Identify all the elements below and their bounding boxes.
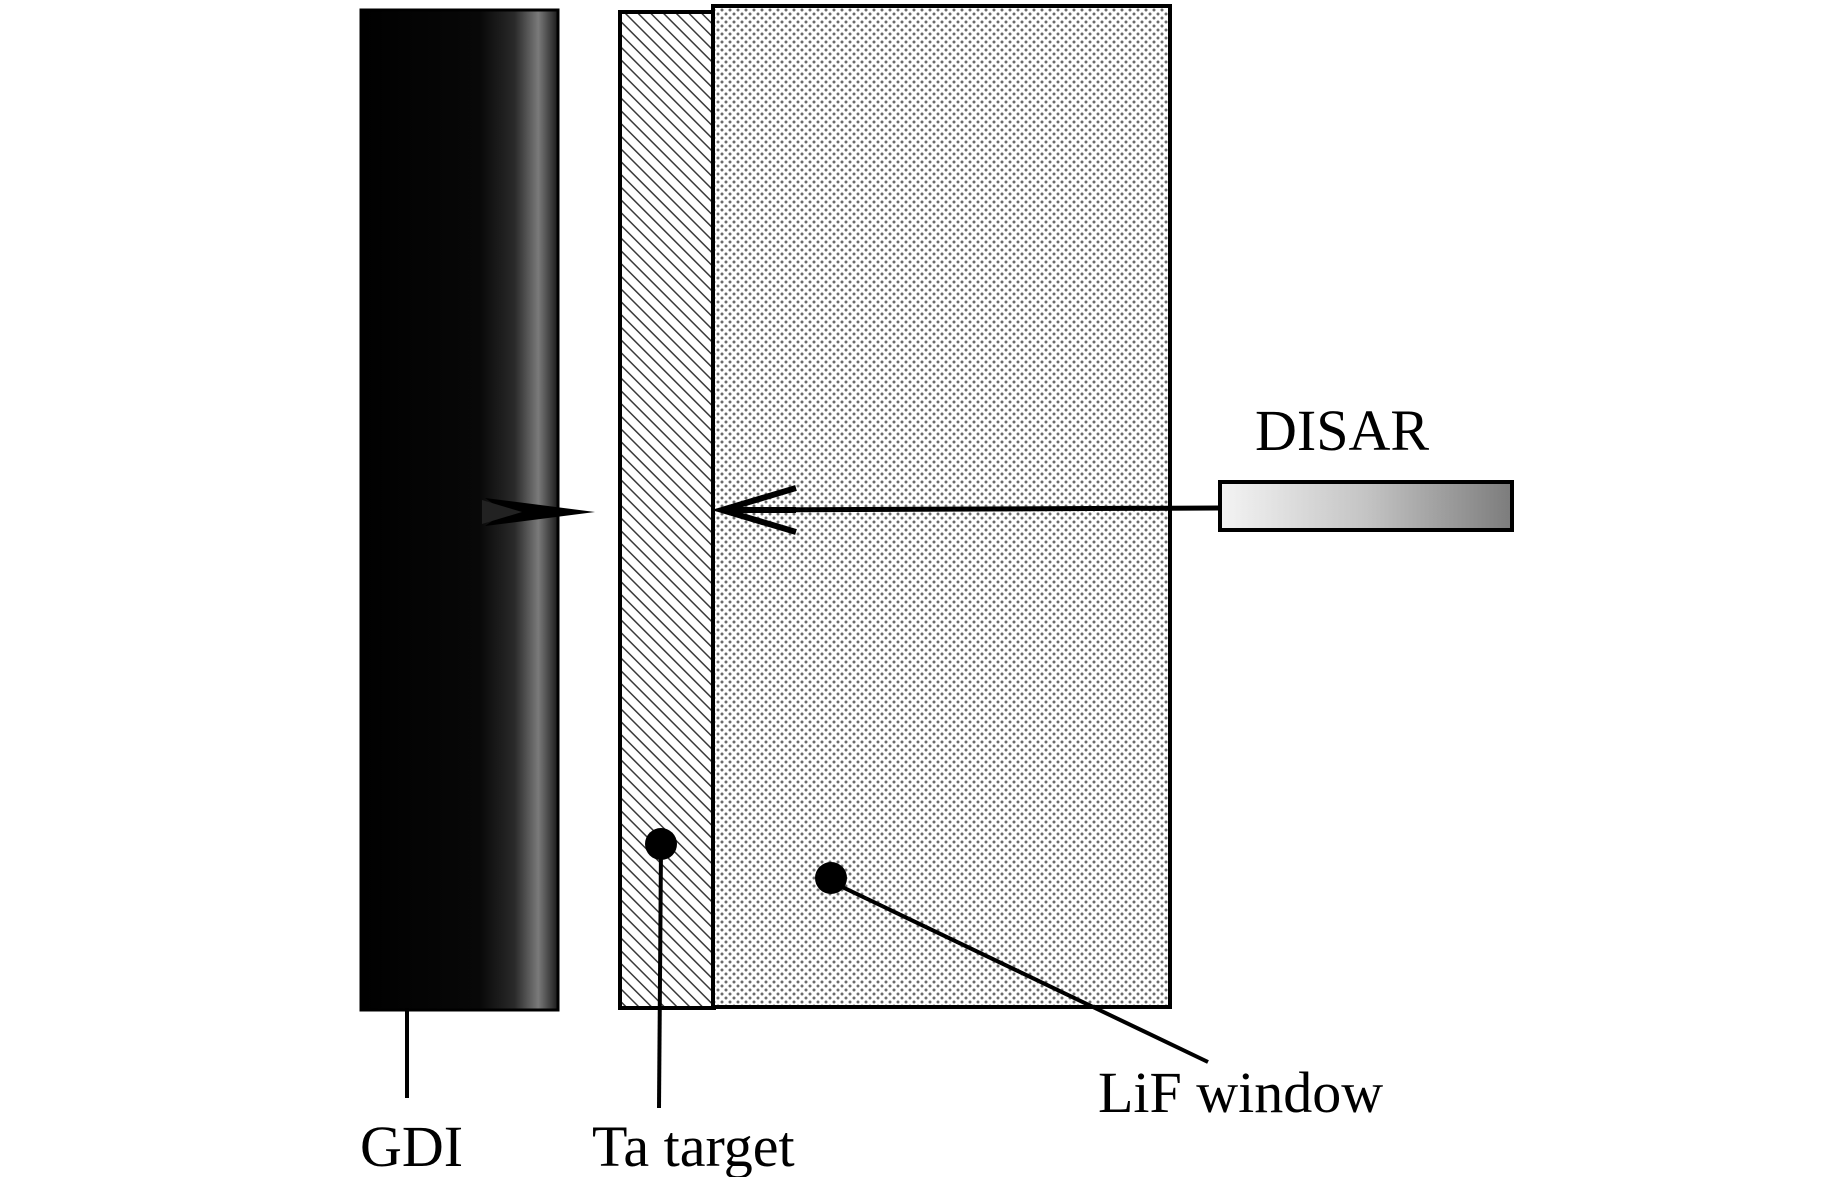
ta-target-leader-line — [657, 847, 663, 1109]
ta-target-marker-dot — [645, 828, 677, 860]
disar-probe — [1218, 480, 1514, 532]
disar-label: DISAR — [1255, 398, 1429, 463]
ta-target-label: Ta target — [592, 1114, 795, 1177]
gdi-arrow-tail — [482, 500, 522, 524]
disar-beam-line — [739, 505, 1219, 513]
gdi-arrow-icon — [485, 498, 595, 526]
lif-window-label: LiF window — [1098, 1060, 1383, 1125]
lif-window-leader-line — [835, 882, 1209, 1064]
gdi-label: GDI — [360, 1114, 463, 1177]
lif-window-marker-dot — [815, 862, 847, 894]
disar-arrowhead-icon — [711, 485, 797, 535]
